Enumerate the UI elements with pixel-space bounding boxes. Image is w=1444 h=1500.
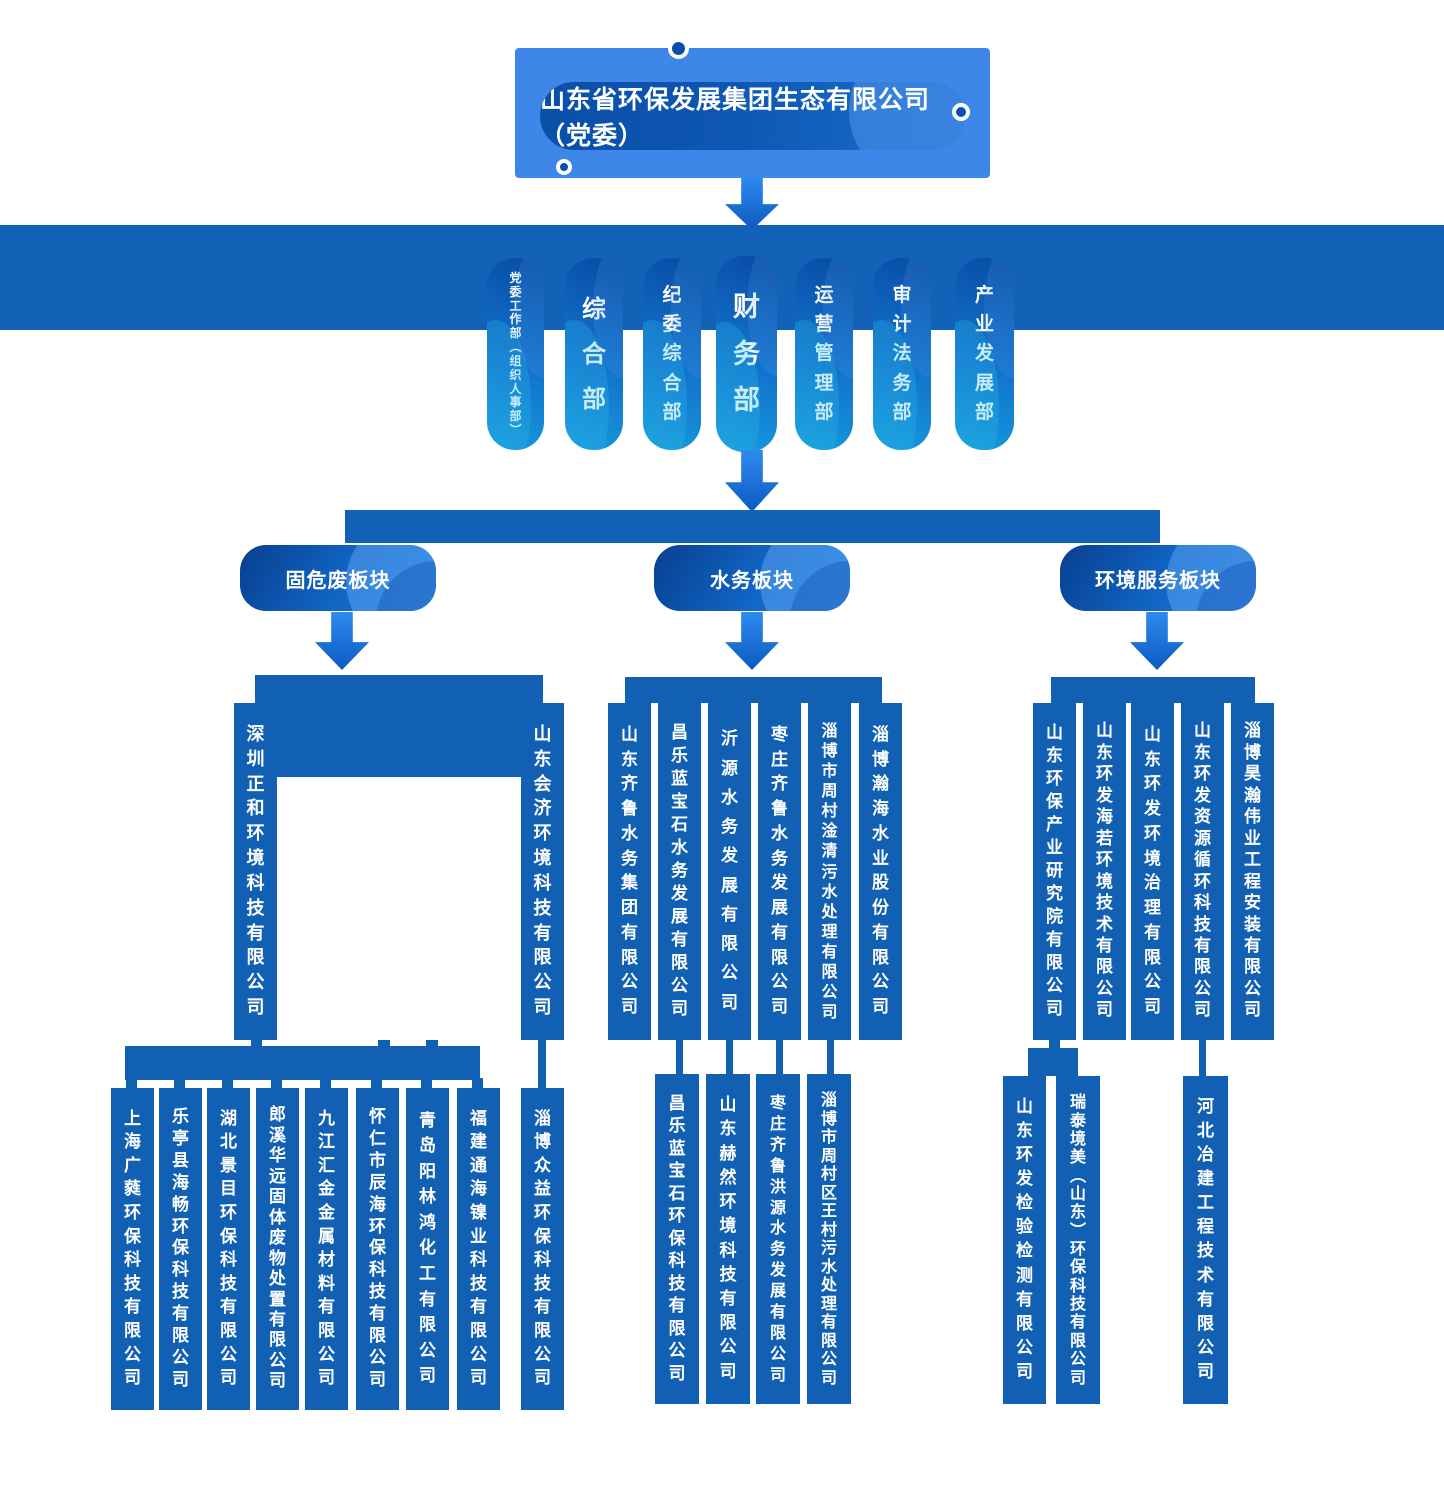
plate-label: 环境服务板块 — [1095, 567, 1221, 592]
plate-label: 固危废板块 — [285, 567, 391, 592]
connector-stub — [271, 1078, 282, 1090]
company-column: 淄博众益环保科技有限公司 — [521, 1088, 564, 1410]
connector-stub — [421, 1078, 432, 1090]
connector-stub — [222, 1078, 233, 1090]
company-column: 郎溪华远固体废物处置有限公司 — [256, 1088, 299, 1410]
dept-industry-development: 产业发展部 — [955, 258, 1014, 450]
company-column: 枣庄齐鲁水务发展有限公司 — [758, 703, 801, 1040]
company-column: 九江汇金金属材料有限公司 — [305, 1088, 348, 1410]
connector-line — [1199, 1040, 1206, 1078]
dept-party-committee-work: 党委工作部︵组织人事部︶ — [487, 258, 544, 450]
connector-stub — [126, 1078, 137, 1090]
company-column: 淄博瀚海水业股份有限公司 — [859, 703, 902, 1040]
connector-stub — [426, 1040, 438, 1047]
company-column: 昌乐蓝宝石环保科技有限公司 — [655, 1074, 699, 1404]
env-header-bar — [1051, 677, 1255, 703]
connector-stub — [1049, 1036, 1060, 1050]
connector-line — [776, 1040, 783, 1074]
arrow-down-icon — [315, 612, 369, 670]
company-column: 山东环发海若环境技术有限公司 — [1083, 703, 1126, 1040]
company-column: 山东赫然环境科技有限公司 — [706, 1074, 750, 1404]
connector-stub — [472, 1078, 483, 1090]
company-column: 山东环发资源循环科技有限公司 — [1181, 703, 1224, 1040]
company-column: 福建通海镍业科技有限公司 — [457, 1088, 500, 1410]
solid-waste-sub-bar — [125, 1046, 480, 1080]
plate-connector-bar — [345, 510, 1160, 543]
company-column: 深圳正和环境科技有限公司 — [234, 703, 277, 1040]
plate-water: 水务板块 — [654, 545, 850, 611]
plate-label: 水务板块 — [710, 567, 794, 592]
connector-line — [726, 1040, 733, 1074]
dept-finance: 财务部 — [716, 256, 777, 452]
arrow-down-icon — [725, 176, 779, 230]
plate-env-service: 环境服务板块 — [1060, 545, 1256, 611]
company-column: 瑞泰境美︵山东︶环保科技有限公司 — [1056, 1076, 1100, 1404]
dept-audit-legal: 审计法务部 — [873, 258, 931, 450]
company-column: 山东齐鲁水务集团有限公司 — [608, 703, 651, 1040]
arrow-down-icon — [725, 612, 779, 670]
connector-stub — [320, 1078, 331, 1090]
connector-stub — [251, 1036, 262, 1048]
dept-discipline-general: 纪委综合部 — [643, 258, 701, 450]
company-column: 淄博市周村淦清污水处理有限公司 — [808, 703, 851, 1040]
arrow-down-icon — [1130, 612, 1184, 670]
connector-line — [676, 1040, 683, 1074]
company-column: 山东环保产业研究院有限公司 — [1033, 703, 1076, 1040]
company-column: 沂源水务发展有限公司 — [708, 703, 751, 1040]
plate-solid-waste: 固危废板块 — [240, 545, 436, 611]
connector-line — [538, 1040, 546, 1090]
solid-waste-header-block — [255, 675, 543, 777]
company-column: 山东环发环境治理有限公司 — [1131, 703, 1174, 1040]
company-column: 上海广蕤环保科技有限公司 — [111, 1088, 154, 1410]
company-column: 湖北景目环保科技有限公司 — [207, 1088, 250, 1410]
page-title: 山东省环保发展集团生态有限公司（党委） — [540, 85, 931, 150]
ring-decoration — [952, 103, 970, 121]
env-sub-bar — [1028, 1048, 1078, 1076]
company-column: 青岛阳林鸿化工有限公司 — [406, 1088, 449, 1410]
company-column: 枣庄齐鲁洪源水务发展有限公司 — [756, 1074, 800, 1404]
company-column: 昌乐蓝宝石水务发展有限公司 — [658, 703, 701, 1040]
water-header-bar — [625, 677, 882, 703]
company-column: 怀仁市辰海环保科技有限公司 — [356, 1088, 399, 1410]
company-column: 淄博昊瀚伟业工程安装有限公司 — [1231, 703, 1274, 1040]
company-title-pill: 山东省环保发展集团生态有限公司（党委） — [540, 82, 965, 150]
company-column: 淄博市周村区王村污水处理有限公司 — [807, 1074, 851, 1404]
ring-decoration — [668, 38, 689, 59]
company-column: 山东会济环境科技有限公司 — [521, 703, 564, 1040]
connector-line — [827, 1040, 834, 1074]
ring-decoration — [556, 159, 572, 175]
company-column: 山东环发检验检测有限公司 — [1003, 1076, 1046, 1404]
company-column: 河北冶建工程技术有限公司 — [1183, 1076, 1228, 1404]
dept-operations: 运营管理部 — [795, 258, 853, 450]
connector-stub — [378, 1040, 390, 1047]
company-column: 乐亭县海畅环保科技有限公司 — [159, 1088, 202, 1410]
dept-general: 综合部 — [565, 258, 623, 450]
connector-stub — [371, 1078, 382, 1090]
arrow-down-icon — [725, 450, 779, 512]
connector-stub — [174, 1078, 185, 1090]
